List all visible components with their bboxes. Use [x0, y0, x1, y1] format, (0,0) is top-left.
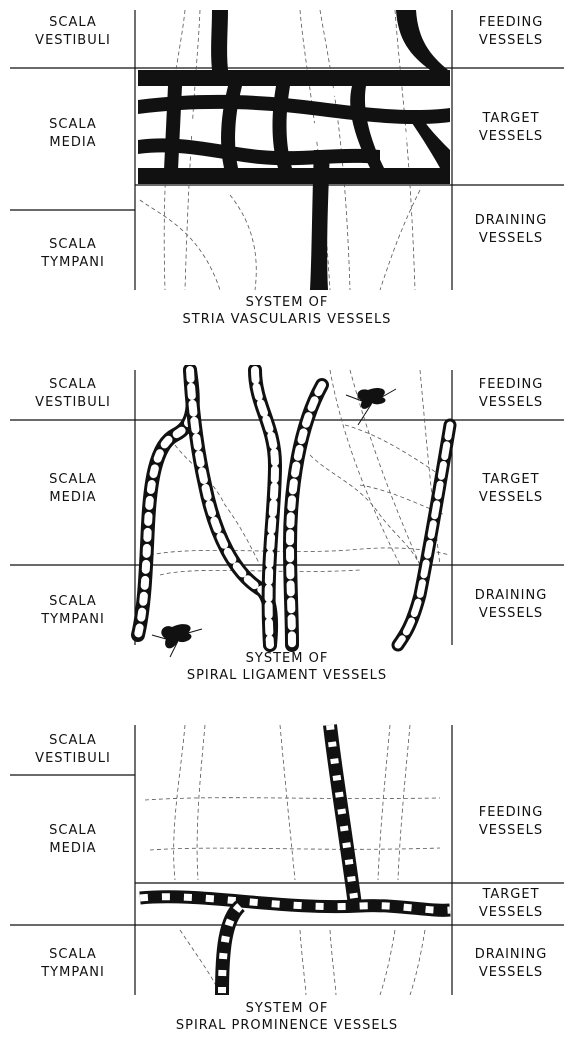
right-label-target-vessels: TARGET VESSELS	[456, 110, 566, 146]
panel-caption: SYSTEM OF SPIRAL LIGAMENT VESSELS	[0, 650, 574, 684]
left-label-scala-media: SCALA MEDIA	[18, 822, 128, 858]
spiral-prominence-diagram	[0, 720, 574, 1043]
stria-vascularis-panel: SCALA VESTIBULI SCALA MEDIA SCALA TYMPAN…	[0, 0, 574, 335]
panel-caption: SYSTEM OF STRIA VASCULARIS VESSELS	[0, 294, 574, 328]
right-label-draining-vessels: DRAINING VESSELS	[456, 946, 566, 982]
background-vessels	[145, 725, 440, 995]
draining-vessel	[222, 906, 240, 995]
right-label-target-vessels: TARGET VESSELS	[456, 886, 566, 922]
right-label-draining-vessels: DRAINING VESSELS	[456, 212, 566, 248]
spiral-ligament-diagram	[0, 365, 574, 695]
right-label-feeding-vessels: FEEDING VESSELS	[456, 14, 566, 50]
left-label-scala-media: SCALA MEDIA	[18, 116, 128, 152]
right-label-feeding-vessels: FEEDING VESSELS	[456, 804, 566, 840]
spiral-prominence-panel: SCALA VESTIBULI SCALA MEDIA SCALA TYMPAN…	[0, 720, 574, 1043]
left-label-scala-vestibuli: SCALA VESTIBULI	[18, 14, 128, 50]
spiral-ligament-panel: SCALA VESTIBULI SCALA MEDIA SCALA TYMPAN…	[0, 365, 574, 695]
left-label-scala-vestibuli: SCALA VESTIBULI	[18, 732, 128, 768]
left-label-scala-tympani: SCALA TYMPANI	[18, 593, 128, 629]
feeding-vessels	[211, 10, 448, 70]
left-label-scala-vestibuli: SCALA VESTIBULI	[18, 376, 128, 412]
horizontal-target-vessel	[140, 897, 450, 911]
panel-caption: SYSTEM OF SPIRAL PROMINENCE VESSELS	[0, 1000, 574, 1034]
left-label-scala-tympani: SCALA TYMPANI	[18, 236, 128, 272]
right-label-draining-vessels: DRAINING VESSELS	[456, 587, 566, 623]
segmented-vessels	[138, 370, 450, 645]
right-label-target-vessels: TARGET VESSELS	[456, 471, 566, 507]
left-label-scala-tympani: SCALA TYMPANI	[18, 946, 128, 982]
left-label-scala-media: SCALA MEDIA	[18, 471, 128, 507]
right-label-feeding-vessels: FEEDING VESSELS	[456, 376, 566, 412]
target-vessel-network	[138, 70, 450, 184]
stria-vascularis-diagram	[0, 0, 574, 335]
descending-vessel	[330, 725, 355, 905]
